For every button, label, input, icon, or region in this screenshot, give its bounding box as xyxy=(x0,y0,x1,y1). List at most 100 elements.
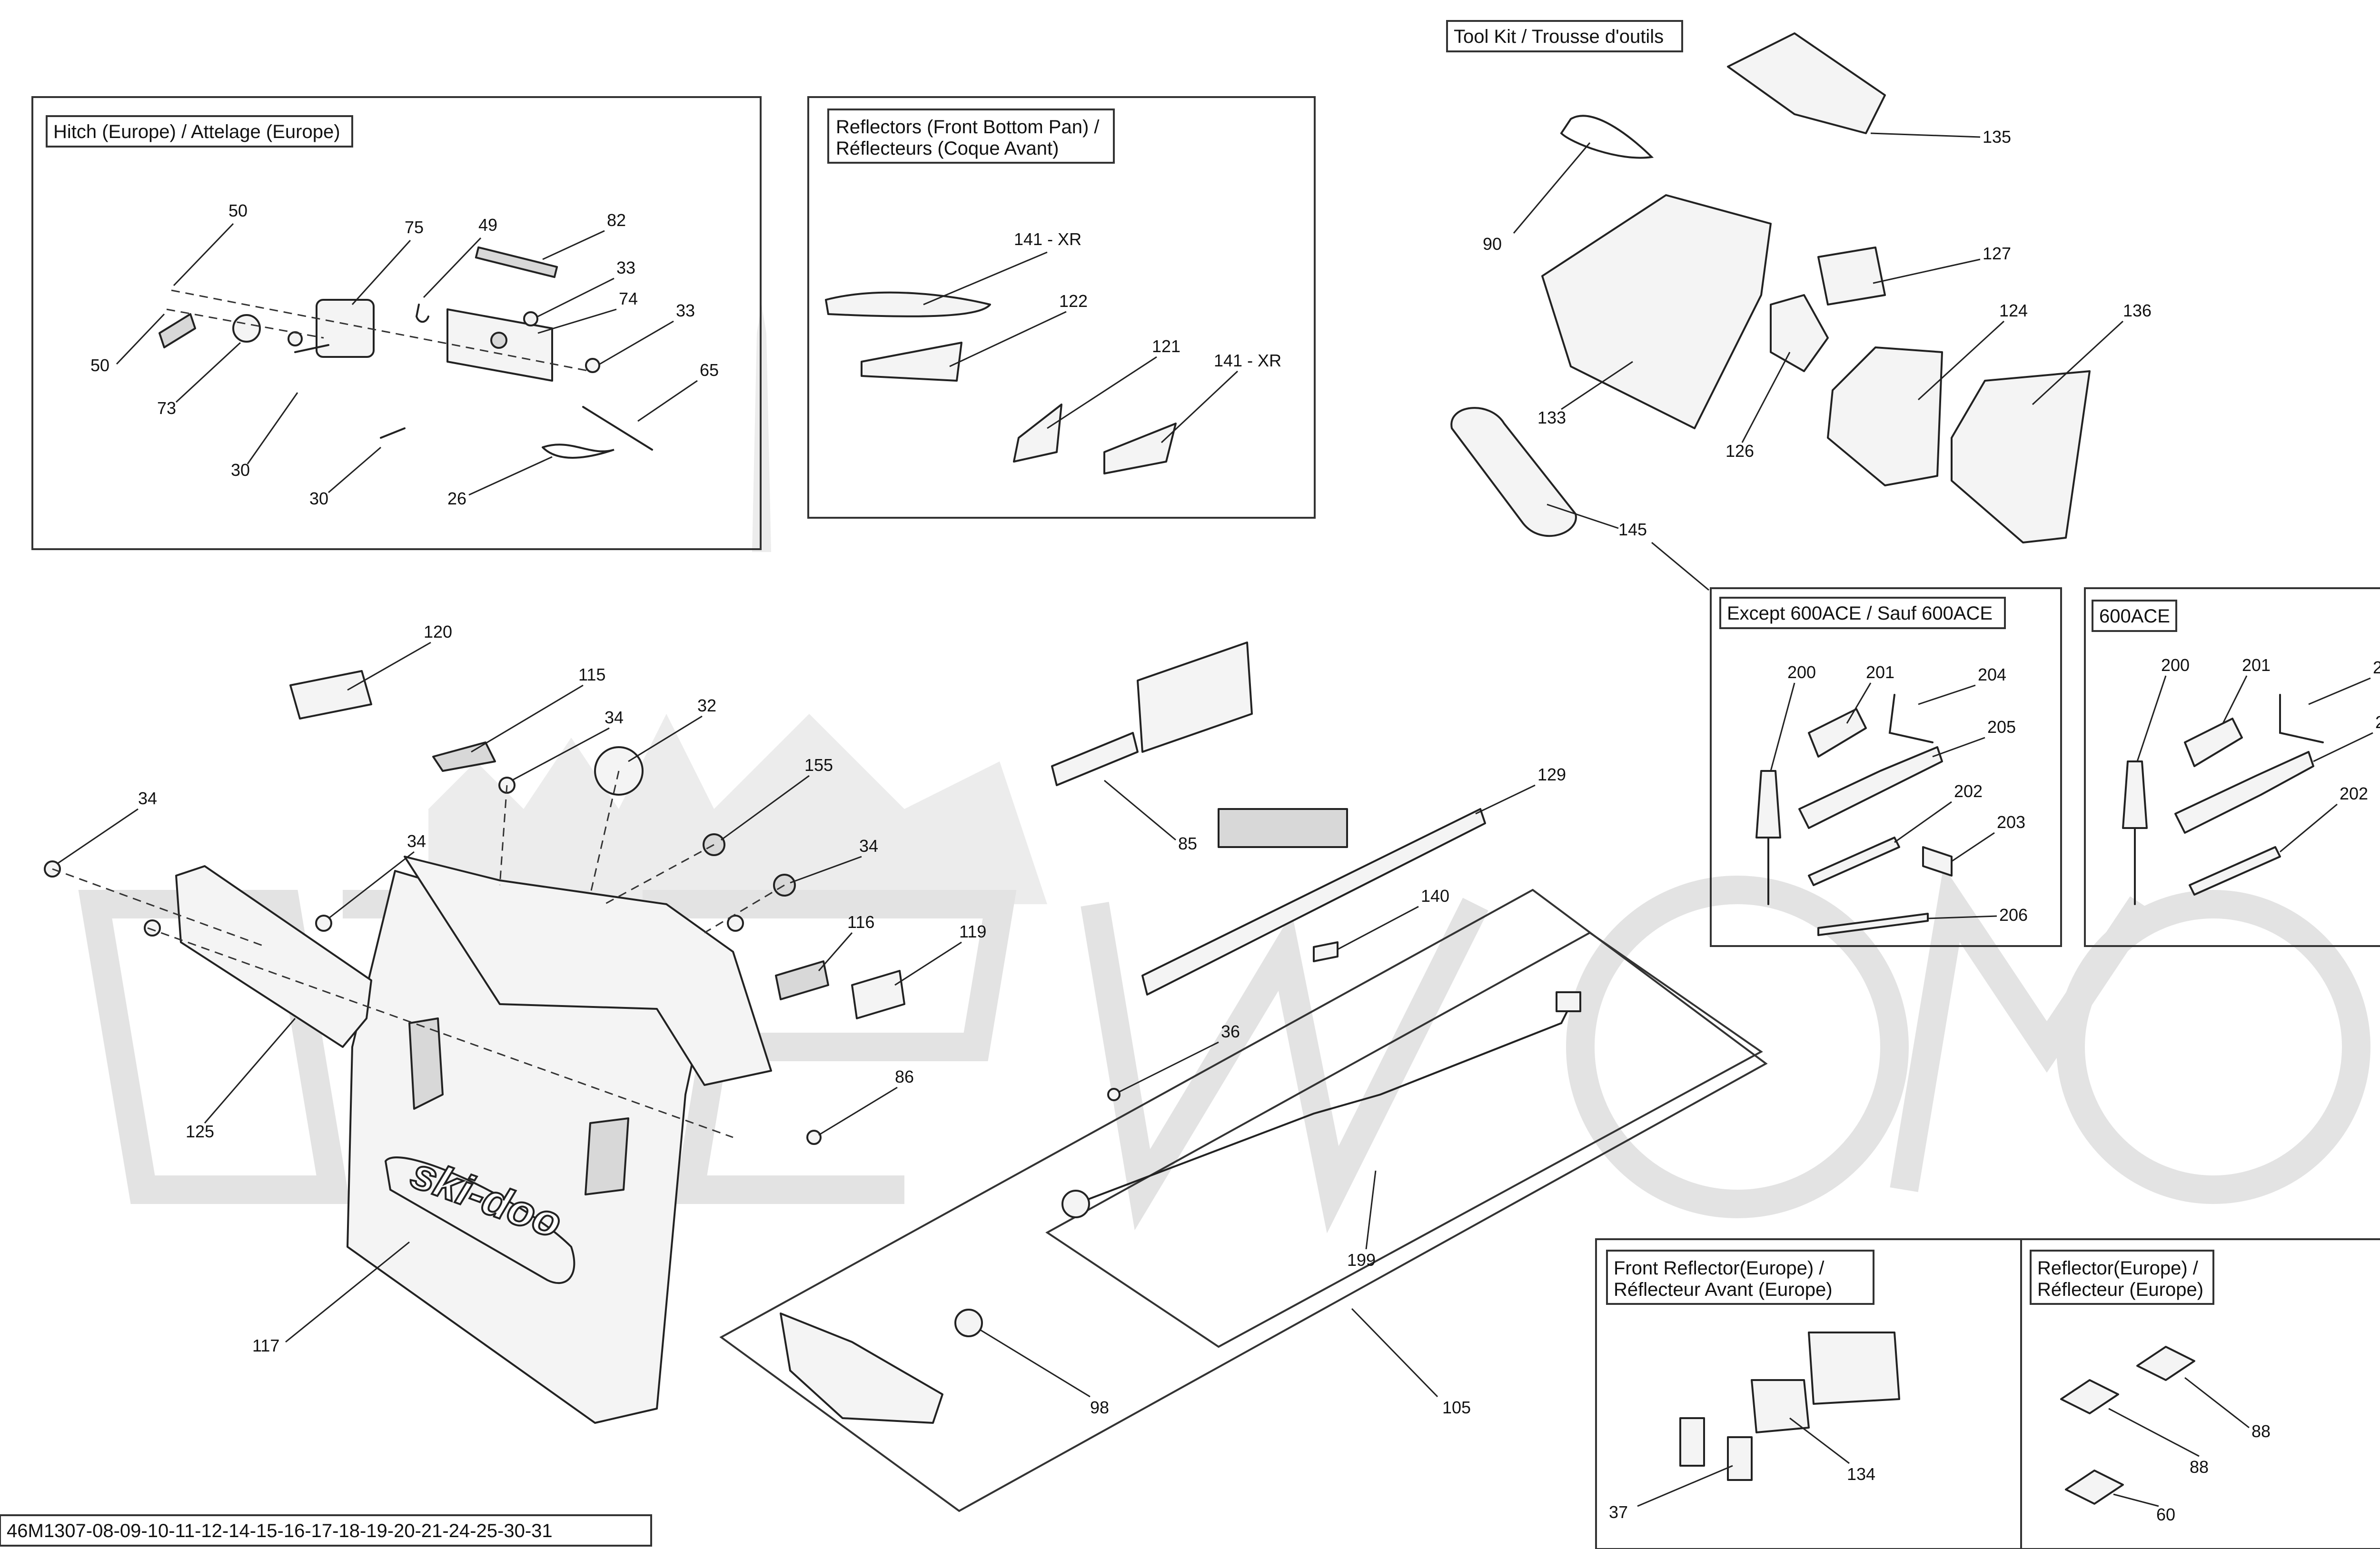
ace600-title: 600ACE xyxy=(2099,606,2170,627)
rod-30a xyxy=(294,344,329,353)
nut-86 xyxy=(806,1130,822,1145)
harness-199 xyxy=(1075,1003,1572,1205)
label-85b xyxy=(1137,641,1253,753)
pad-126 xyxy=(1770,294,1829,372)
callout-202: 202 xyxy=(2340,784,2368,803)
callout-86: 86 xyxy=(895,1067,914,1086)
wrench-205 xyxy=(1798,746,1943,829)
decal-119 xyxy=(851,970,905,1019)
pin-clip-26 xyxy=(542,444,615,459)
callout-30: 30 xyxy=(231,460,250,480)
callout-37: 37 xyxy=(1609,1502,1628,1522)
callout-134: 134 xyxy=(1847,1464,1875,1484)
reflector-141-b xyxy=(1103,423,1177,474)
front-reflector-eu-box: Front Reflector(Europe) / Réflecteur Ava… xyxy=(1595,1238,2022,1549)
callout-36: 36 xyxy=(1221,1022,1240,1041)
callout-136: 136 xyxy=(2123,301,2152,320)
callout-204: 204 xyxy=(1978,665,2006,684)
strap-90 xyxy=(1560,115,1654,159)
callout-33: 33 xyxy=(616,258,635,277)
hitch-bracket xyxy=(316,299,375,358)
wrench-202 xyxy=(1808,837,1900,886)
callout-116: 116 xyxy=(847,912,874,932)
callout-133: 133 xyxy=(1537,408,1566,427)
kit-105-outline xyxy=(719,888,1768,1512)
tool-206 xyxy=(1817,913,1929,936)
harness-connector xyxy=(1556,991,1581,1012)
main-assembly: ski-doo xyxy=(44,622,1768,1512)
callout-119: 119 xyxy=(959,922,986,941)
label-85a xyxy=(1051,732,1139,786)
callout-88: 88 xyxy=(2251,1421,2271,1441)
reflector-134-cover xyxy=(1808,1332,1900,1405)
reflectors-front-title-1: Reflectors (Front Bottom Pan) / xyxy=(836,117,1100,138)
nut-36 xyxy=(1107,1088,1121,1101)
callout-141-xr: 141 - XR xyxy=(1214,351,1281,370)
callout-122: 122 xyxy=(1059,291,1088,311)
reflector-eu-callouts: 88 88 60 xyxy=(2108,1377,2271,1524)
tool-kit-title: Tool Kit / Trousse d'outils xyxy=(1454,26,1664,47)
socket-201 xyxy=(2184,718,2243,767)
front-reflector-eu-title-2: Réflecteur Avant (Europe) xyxy=(1614,1279,1833,1300)
callout-85: 85 xyxy=(1178,834,1197,853)
callout-105: 105 xyxy=(1442,1398,1471,1417)
callout-201: 201 xyxy=(1866,662,1894,682)
tool-case-135 xyxy=(1727,32,1886,134)
reflector-88b xyxy=(2136,1346,2195,1381)
main-callouts: 120 115 34 32 34 155 34 34 125 116 119 8… xyxy=(57,622,1566,1417)
callout-145: 145 xyxy=(1618,520,1647,539)
callout-205: 205 xyxy=(2375,712,2380,732)
callout-34: 34 xyxy=(859,836,878,856)
callout-124: 124 xyxy=(1999,301,2028,320)
except-600ace-title: Except 600ACE / Sauf 600ACE xyxy=(1727,603,1993,624)
reflector-88a xyxy=(2060,1379,2119,1414)
reflector-60 xyxy=(2065,1470,2124,1505)
callout-50: 50 xyxy=(228,201,248,220)
nut-33a xyxy=(523,311,538,326)
callout-121: 121 xyxy=(1152,336,1180,356)
callout-200: 200 xyxy=(1787,662,1816,682)
decal-115 xyxy=(432,741,496,772)
clip-140 xyxy=(1313,941,1339,962)
tool-kit: Tool Kit / Trousse d'outils 135 90 127 1… xyxy=(1446,20,2152,591)
reflector-eu-title-1: Reflector(Europe) / xyxy=(2037,1258,2199,1279)
callout-200: 200 xyxy=(2161,655,2190,675)
reflector-134 xyxy=(1751,1379,1810,1433)
harness-199-box xyxy=(1045,931,1763,1348)
callout-140: 140 xyxy=(1421,886,1449,906)
bumper-pad-left xyxy=(408,1017,444,1110)
reflector-141-a xyxy=(825,291,991,317)
wrench-202 xyxy=(2189,846,2281,896)
callout-206: 206 xyxy=(1999,905,2028,925)
callout-205: 205 xyxy=(1987,717,2016,737)
label-85c xyxy=(1218,808,1348,848)
callout-26: 26 xyxy=(447,489,466,508)
callout-98: 98 xyxy=(1090,1398,1109,1417)
rod-65 xyxy=(582,406,653,451)
callout-65: 65 xyxy=(700,360,719,380)
upper-nose xyxy=(404,856,772,1086)
callout-127: 127 xyxy=(1983,244,2011,263)
callout-88: 88 xyxy=(2190,1457,2209,1477)
tool-kit-callouts: 135 90 127 124 136 133 126 145 xyxy=(1483,127,2152,591)
clip-203 xyxy=(1922,846,1953,877)
decal-116 xyxy=(775,960,829,1000)
callout-203: 203 xyxy=(1997,812,2025,832)
nut-33b xyxy=(585,358,600,373)
socket-201 xyxy=(1808,708,1867,758)
roll-145 xyxy=(1450,407,1577,537)
callout-135: 135 xyxy=(1983,127,2011,147)
reflector-eu-title-2: Réflecteur (Europe) xyxy=(2037,1279,2203,1300)
callout-201: 201 xyxy=(2242,655,2271,675)
callout-126: 126 xyxy=(1726,441,1754,461)
callout-120: 120 xyxy=(424,622,452,641)
callout-49: 49 xyxy=(478,215,497,235)
callout-141-xr: 141 - XR xyxy=(1014,229,1081,249)
reflectors-front-title-2: Réflecteurs (Coque Avant) xyxy=(836,138,1059,159)
logo-plate xyxy=(385,1156,575,1284)
wrench-205 xyxy=(2174,751,2314,834)
hitch-title: Hitch (Europe) / Attelage (Europe) xyxy=(53,121,340,142)
hex-key-204 xyxy=(1888,694,1934,743)
screwdriver-handle-200 xyxy=(1755,770,1781,839)
pad-124 xyxy=(1827,346,1943,486)
